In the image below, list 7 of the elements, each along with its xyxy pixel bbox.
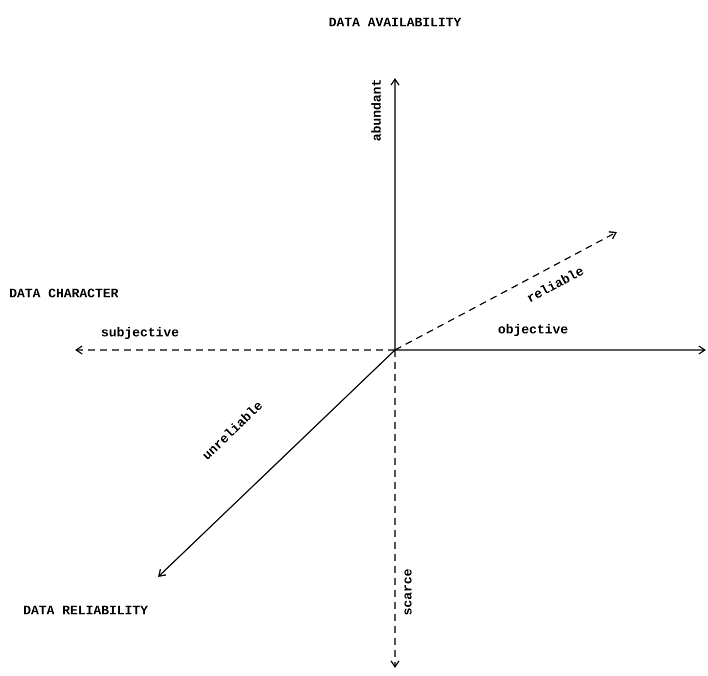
axis-title: DATA CHARACTER — [10, 288, 118, 298]
axis-label: abundant — [371, 80, 381, 141]
axis-title: DATA RELIABILITY — [24, 606, 148, 614]
axis-label: subjective — [102, 326, 178, 340]
axis-label: scarce — [404, 569, 412, 615]
axis-label: objective — [498, 324, 568, 336]
axis-title: DATA AVAILABILITY — [330, 18, 462, 26]
